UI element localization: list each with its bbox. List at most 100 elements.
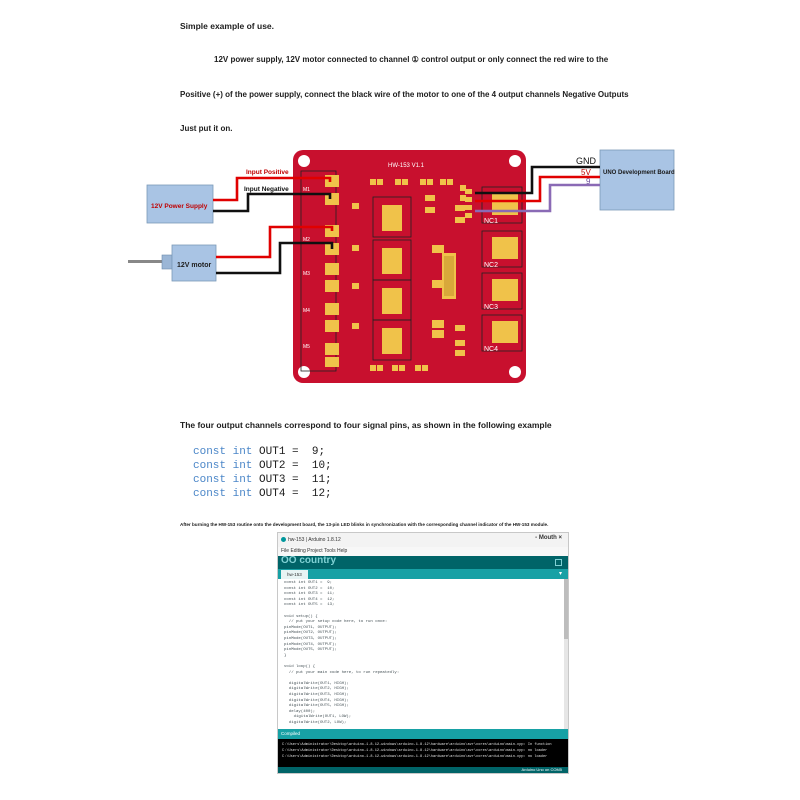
mount-hole — [509, 366, 521, 378]
serial-monitor-icon[interactable] — [555, 559, 562, 566]
code-line: digitalWrite(OUT1, LOW); — [284, 715, 352, 720]
mount-hole — [298, 366, 310, 378]
board-status: Arduino Uno on COM5 — [521, 767, 562, 772]
code-line-out3: const int OUT3 = 11; — [193, 474, 332, 486]
code-line: digitalWrite(OUT3, HIGH); — [284, 693, 349, 697]
code-line: delay(400); — [284, 709, 316, 714]
motor-collar — [161, 254, 173, 270]
console-header: Compiled — [278, 729, 568, 739]
output-connectors — [481, 186, 523, 352]
ide-toolbar: OO country — [278, 555, 568, 569]
pin9-label: 9 — [586, 177, 591, 186]
const-value: 12; — [311, 488, 332, 500]
code-line: // put your setup code here, to run once… — [284, 620, 388, 625]
console-label: Compiled — [281, 731, 301, 736]
code-line: pinMode(OUT2, OUTPUT); — [284, 631, 337, 636]
code-line: pinMode(OUT3, OUTPUT); — [284, 637, 337, 641]
tab-menu-icon[interactable]: ▾ — [558, 571, 562, 577]
code-line: } — [284, 653, 287, 658]
toolbar-buttons[interactable]: OO country — [281, 555, 337, 566]
const-value: 11; — [311, 474, 332, 486]
wire-pin9 — [475, 183, 600, 213]
mapping-caption: The four output channels correspond to f… — [180, 420, 552, 430]
power-supply-box — [146, 184, 214, 224]
burn-caption: After burning the HW-153 routine onto th… — [180, 522, 549, 527]
window-controls[interactable]: - Mouth × — [535, 535, 562, 541]
gnd-label: GND — [576, 156, 597, 166]
channel-label: NC4 — [484, 346, 498, 353]
5v-label: 5V — [581, 168, 591, 177]
board-title: HW-153 V1.1 — [388, 163, 425, 169]
motor-shaft — [128, 260, 166, 263]
console-line: C:\Users\Administrator\Desktop\arduino-1… — [282, 743, 552, 747]
code-line: const int OUT2 = 10; — [284, 586, 335, 591]
keyword: const int — [193, 488, 253, 500]
code-line: digitalWrite(OUT2, LOW); — [284, 721, 347, 725]
editor-scrollbar[interactable] — [564, 579, 568, 729]
output-console: C:\Users\Administrator\Desktop\arduino-1… — [278, 739, 568, 767]
input-positive-label: Input Positive — [246, 169, 289, 176]
intro-line-2: Positive (+) of the power supply, connec… — [180, 90, 629, 99]
code-line: pinMode(OUT5, OUTPUT); — [284, 648, 337, 653]
uno-board-box — [599, 149, 675, 211]
ide-titlebar: hw-153 | Arduino 1.8.12 - Mouth × — [278, 533, 568, 547]
code-line: const int OUT1 = 9; — [284, 581, 333, 585]
const-value: 10; — [311, 460, 332, 472]
code-line: // put your main code here, to run repea… — [284, 670, 400, 675]
tab-hw153[interactable]: hw-153 — [281, 570, 308, 579]
header-pins — [465, 189, 472, 218]
m-label: M3 — [303, 271, 310, 277]
console-line: C:\Users\Administrator\Desktop\arduino-1… — [282, 755, 548, 759]
ide-statusbar: Arduino Uno on COM5 — [278, 767, 568, 773]
keyword: const int — [193, 460, 253, 472]
ide-window-title: hw-153 | Arduino 1.8.12 — [288, 537, 341, 543]
mid-pads — [352, 195, 465, 356]
code-line: digitalWrite(OUT1, HIGH); — [284, 681, 349, 686]
code-line: const int OUT5 = 13; — [284, 603, 335, 608]
channel-label: NC2 — [484, 262, 498, 269]
scrollbar-thumb[interactable] — [564, 579, 568, 639]
wire-gnd — [475, 165, 600, 195]
code-line: const int OUT4 = 12; — [284, 597, 335, 602]
code-line-out1: const int OUT1 = 9; — [193, 446, 326, 458]
m-label: M2 — [303, 237, 310, 243]
const-name: OUT3 — [259, 474, 286, 486]
m-label: M1 — [303, 187, 310, 193]
console-line: C:\Users\Administrator\Desktop\arduino-1… — [282, 749, 548, 753]
arduino-ide-window: hw-153 | Arduino 1.8.12 - Mouth × File E… — [277, 532, 569, 774]
const-name: OUT4 — [259, 488, 286, 500]
uno-label: UNO Development Board — [603, 170, 675, 176]
wire-black-supply — [213, 192, 332, 213]
mount-hole — [298, 155, 310, 167]
const-name: OUT1 — [259, 446, 286, 458]
motor-box — [171, 244, 217, 282]
code-line-out2: const int OUT2 = 10; — [193, 460, 332, 472]
wire-black-motor — [216, 241, 334, 275]
m-label: M5 — [303, 344, 310, 350]
power-supply-label: 12V Power Supply — [151, 203, 208, 210]
motor-label: 12V motor — [177, 262, 212, 269]
bottom-pads — [370, 365, 428, 371]
code-editor[interactable]: const int OUT1 = 9;const int OUT2 = 10;c… — [278, 579, 564, 729]
code-line: pinMode(OUT1, OUTPUT); — [284, 625, 337, 630]
ide-menubar[interactable]: File Editing Project Tools Help — [278, 547, 568, 556]
code-line: pinMode(OUT4, OUTPUT); — [284, 642, 337, 647]
channel-label: NC1 — [484, 218, 498, 225]
intro-title: Simple example of use. — [180, 21, 275, 31]
intro-line-3: Just put it on. — [180, 124, 233, 133]
m-label: M4 — [303, 308, 310, 314]
code-line: digitalWrite(OUT2, HIGH); — [284, 687, 349, 692]
input-negative-label: Input Negative — [244, 186, 289, 193]
wire-red-motor — [216, 225, 334, 259]
code-line: void loop() { — [284, 665, 316, 669]
code-line-out4: const int OUT4 = 12; — [193, 488, 332, 500]
keyword: const int — [193, 474, 253, 486]
top-pads — [370, 179, 466, 201]
wire-red-supply — [213, 176, 332, 202]
arduino-logo-icon — [281, 537, 286, 542]
code-line: const int OUT3 = 11; — [284, 592, 335, 597]
code-line: void setup() { — [284, 614, 318, 619]
const-value: 9; — [311, 446, 326, 458]
mosfet-blocks — [372, 196, 412, 361]
wire-5v — [475, 175, 600, 203]
